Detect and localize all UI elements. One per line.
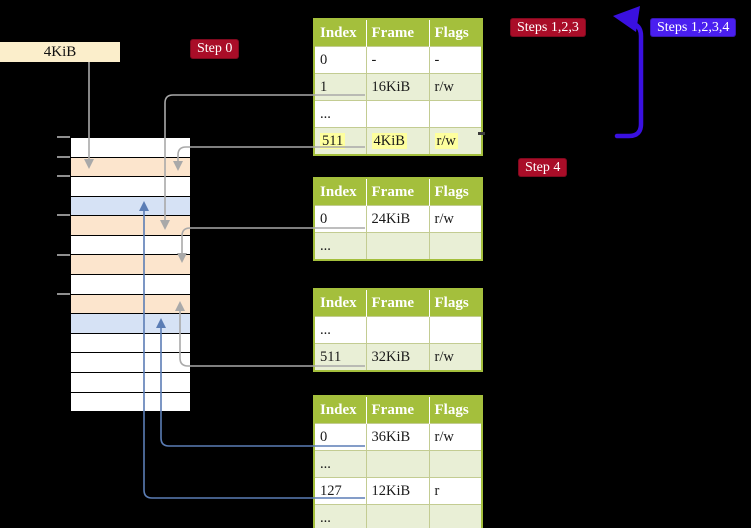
table-cell: r/w	[428, 73, 483, 101]
memory-frame-row-peach	[71, 156, 190, 177]
highlighted-value: r/w	[434, 132, 458, 149]
table-cell	[428, 450, 483, 478]
column-header: Index	[314, 19, 366, 47]
memory-frame-row-white	[71, 176, 190, 196]
memory-frame-row-white	[71, 352, 190, 372]
table-cell	[365, 100, 430, 128]
table-cell: r	[428, 477, 483, 505]
memory-frame-row-white	[71, 234, 190, 255]
table-row: ...	[313, 450, 483, 478]
highlighted-value: 4KiB	[371, 132, 407, 149]
memory-frame-row-white	[71, 332, 190, 353]
table-cell: 36KiB	[365, 423, 430, 451]
table-cell	[428, 232, 483, 261]
table-cell: 511	[313, 127, 367, 156]
address-tick	[57, 254, 70, 256]
physical-memory-stack	[70, 137, 191, 412]
table-row: 511 4KiB r/w	[313, 127, 483, 156]
table-row: ...	[313, 504, 483, 528]
address-tick	[57, 214, 70, 216]
column-header: Frame	[365, 289, 429, 317]
column-header: Flags	[428, 289, 482, 317]
table-cell	[365, 316, 430, 344]
memory-frame-row-peach	[71, 215, 190, 235]
table-cell	[365, 232, 430, 261]
table-row: 0--	[313, 46, 483, 74]
table-cell: r/w	[428, 205, 483, 233]
table-cell: r/w	[428, 343, 483, 372]
address-tick	[57, 175, 70, 177]
table-cell	[428, 316, 483, 344]
steps-1234-badge: Steps 1,2,3,4	[650, 18, 737, 37]
table-cell	[428, 100, 483, 128]
table-cell: 1	[313, 73, 367, 101]
table-cell: -	[365, 46, 430, 74]
column-header: Frame	[365, 178, 429, 206]
column-header: Frame	[365, 396, 429, 424]
step0-badge: Step 0	[190, 39, 240, 59]
arrowhead-icon	[613, 6, 640, 32]
address-tick	[57, 156, 70, 158]
column-header: Index	[314, 396, 366, 424]
highlighted-value: 511	[320, 132, 346, 149]
column-header: Flags	[428, 396, 482, 424]
table-cell	[365, 504, 430, 528]
memory-frame-row-blue	[71, 195, 190, 216]
table-cell: 12KiB	[365, 477, 430, 505]
column-header: Frame	[365, 19, 429, 47]
step4-badge: Step 4	[518, 158, 568, 177]
table-cell: ...	[313, 504, 367, 528]
table-cell	[428, 504, 483, 528]
table-cell	[365, 450, 430, 478]
table-cell: 32KiB	[365, 343, 430, 372]
address-tick	[57, 136, 70, 138]
table-cell: 511	[313, 343, 367, 372]
column-header: Flags	[428, 178, 482, 206]
memory-frame-row-peach	[71, 293, 190, 314]
table-cell: 0	[313, 423, 367, 451]
column-header: Flags	[428, 19, 482, 47]
table-cell: ...	[313, 316, 367, 344]
memory-frame-row-peach	[71, 254, 190, 275]
table-row: ...	[313, 100, 483, 128]
memory-frame-row-white	[71, 274, 190, 294]
table-cell: 16KiB	[365, 73, 430, 101]
memory-frame-row-white	[71, 138, 190, 157]
column-header: Index	[314, 178, 366, 206]
memory-frame-row-white	[71, 391, 190, 412]
memory-frame-row-white	[71, 371, 190, 392]
table-cell: 0	[313, 205, 367, 233]
table-cell: r/w	[428, 127, 483, 156]
column-header: Index	[314, 289, 366, 317]
arrow-steps-loop	[614, 20, 644, 139]
table-cell: 127	[313, 477, 367, 505]
table-cell: 4KiB	[365, 127, 430, 156]
memory-frame-row-blue	[71, 313, 190, 333]
table-cell: ...	[313, 232, 367, 261]
frame-size-label: 4KiB	[0, 42, 120, 62]
table-row: ...	[313, 232, 483, 261]
table-cell: r/w	[428, 423, 483, 451]
table-cell: 0	[313, 46, 367, 74]
table-row: ...	[313, 316, 483, 344]
steps-123-badge: Steps 1,2,3	[510, 18, 586, 37]
address-tick	[57, 293, 70, 295]
table-cell: 24KiB	[365, 205, 430, 233]
table-cell: ...	[313, 450, 367, 478]
table-cell: ...	[313, 100, 367, 128]
table-cell: -	[428, 46, 483, 74]
